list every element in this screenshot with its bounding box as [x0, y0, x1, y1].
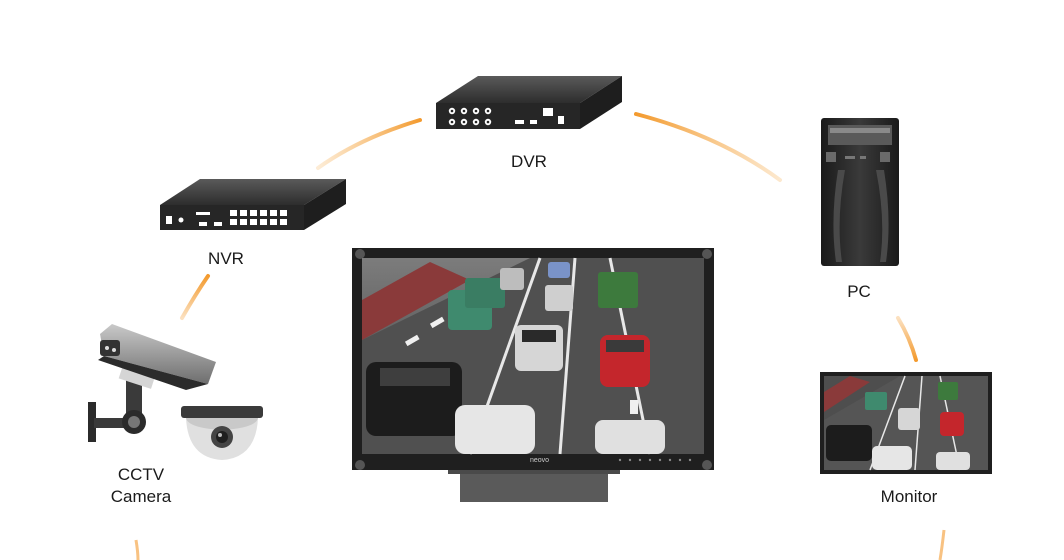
cctv-dome-camera-icon: [181, 406, 263, 460]
pc-label: PC: [847, 282, 871, 301]
dvr-icon: [436, 76, 622, 129]
center-display-icon: neovo: [352, 248, 714, 502]
cctv-label-line2: Camera: [110, 487, 172, 506]
dvr-label: DVR: [511, 152, 547, 171]
center-display-brand: neovo: [530, 457, 549, 464]
cctv-bullet-camera-icon: [88, 324, 216, 442]
nvr-label: NVR: [208, 249, 244, 268]
pc-tower-icon: [821, 118, 899, 266]
connector-arcs: [134, 112, 946, 560]
cctv-label-line1: CCTV: [117, 465, 165, 484]
monitor-label: Monitor: [880, 487, 938, 506]
nvr-icon: [160, 179, 346, 230]
monitor-icon: [820, 372, 992, 474]
